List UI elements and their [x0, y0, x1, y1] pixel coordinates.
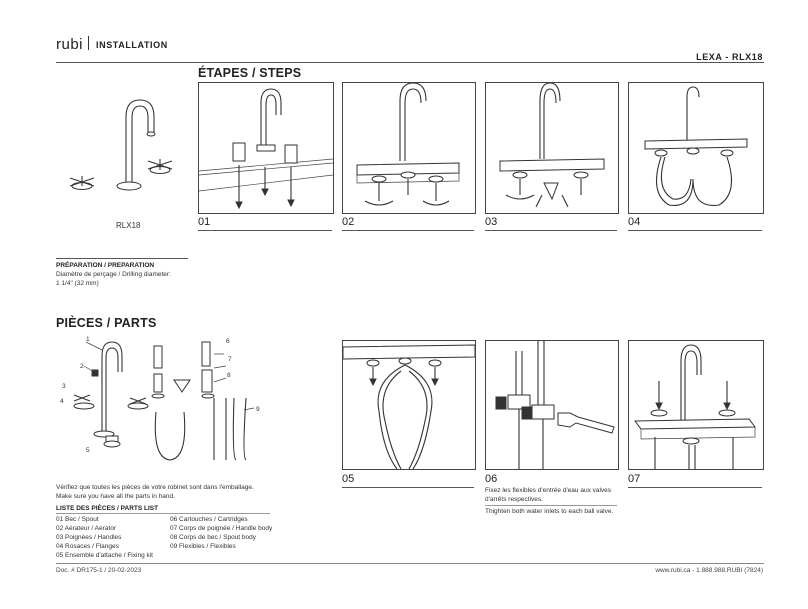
brand-logo: rubi [56, 36, 84, 53]
callout-4: 4 [60, 398, 64, 405]
header-rule [56, 62, 764, 63]
callout-2: 2 [80, 363, 84, 370]
step-03-illustration [499, 83, 605, 208]
step-05-rule [342, 487, 474, 488]
step-01-number: 01 [198, 216, 211, 228]
callout-3: 3 [62, 383, 66, 390]
footer-rule [56, 563, 764, 564]
parts-list-item-09: 09 Flexibles / Flexibles [170, 543, 236, 550]
footer-doc: Doc. # DR175-1 / 20-02-2023 [56, 567, 142, 574]
prep-rule [56, 258, 188, 259]
prep-line2: 1 1/4" (32 mm) [56, 280, 99, 287]
footer-contact: www.rubi.ca - 1.888.988.RUBI (7824) [655, 567, 763, 574]
step-04-number: 04 [628, 216, 641, 228]
parts-list-item-07: 07 Corps de poignée / Handle body [170, 525, 273, 532]
step-07-illustration [634, 344, 756, 469]
step-07-rule [628, 487, 762, 488]
product-label: RLX18 [116, 221, 141, 230]
step-01-rule [198, 230, 332, 231]
parts-list-item-02: 02 Aérateur / Aerator [56, 525, 116, 532]
parts-title: PIÈCES / PARTS [56, 316, 157, 330]
callout-5: 5 [86, 447, 90, 454]
step-05-panel [342, 340, 476, 470]
step-03-panel [485, 82, 619, 214]
step-05-illustration [343, 344, 475, 469]
step-04-illustration [644, 86, 748, 207]
step-03-rule [485, 230, 617, 231]
step-05-number: 05 [342, 473, 355, 485]
parts-list-item-04: 04 Rosaces / Flanges [56, 543, 119, 550]
step-06-text-en: Thighten both water inlets to each ball … [485, 508, 614, 515]
step-03-number: 03 [485, 216, 498, 228]
step-01-illustration [199, 88, 333, 210]
step-06-number: 06 [485, 473, 498, 485]
callout-1: 1 [86, 336, 90, 343]
step-04-rule [628, 230, 762, 231]
section-title: INSTALLATION [96, 40, 168, 50]
step-02-illustration [356, 83, 460, 206]
parts-list-item-01: 01 Bec / Spout [56, 516, 99, 523]
parts-verify-en: Make sure you have all the parts in hand… [56, 493, 175, 500]
parts-list-item-03: 03 Poignées / Handles [56, 534, 122, 541]
step-01-panel [198, 82, 334, 214]
callout-9: 9 [256, 406, 260, 413]
prep-line1: Diamètre de perçage / Drilling diameter: [56, 271, 171, 278]
step-02-number: 02 [342, 216, 355, 228]
parts-verify-fr: Vérifiez que toutes les pièces de votre … [56, 484, 254, 491]
header-separator [88, 36, 89, 50]
step-06-text-fr: Fixez les flexibles d'entrée d'eau aux v… [485, 487, 612, 503]
callout-6: 6 [226, 338, 230, 345]
steps-title: ÉTAPES / STEPS [198, 66, 302, 80]
parts-list-item-08: 08 Corps de bec / Spout body [170, 534, 257, 541]
step-04-panel [628, 82, 764, 214]
prep-title: PRÉPARATION / PREPARATION [56, 262, 155, 269]
step-07-panel [628, 340, 764, 470]
product-code: LEXA - RLX18 [696, 52, 763, 62]
parts-list-title: LISTE DES PIÈCES / PARTS LIST [56, 505, 159, 512]
step-06-illustration [495, 341, 615, 469]
step-02-panel [342, 82, 476, 214]
step-02-rule [342, 230, 474, 231]
product-illustration [69, 99, 173, 191]
parts-list-rule [56, 513, 270, 514]
parts-list-item-05: 05 Ensemble d'attache / Fixing kit [56, 552, 153, 559]
step-06-panel [485, 340, 619, 470]
callout-8: 8 [227, 372, 231, 379]
parts-list-item-06: 06 Cartouches / Cartridges [170, 516, 248, 523]
callout-7: 7 [228, 356, 232, 363]
step-06-rule [485, 505, 617, 506]
parts-illustration [73, 341, 255, 461]
step-07-number: 07 [628, 473, 641, 485]
